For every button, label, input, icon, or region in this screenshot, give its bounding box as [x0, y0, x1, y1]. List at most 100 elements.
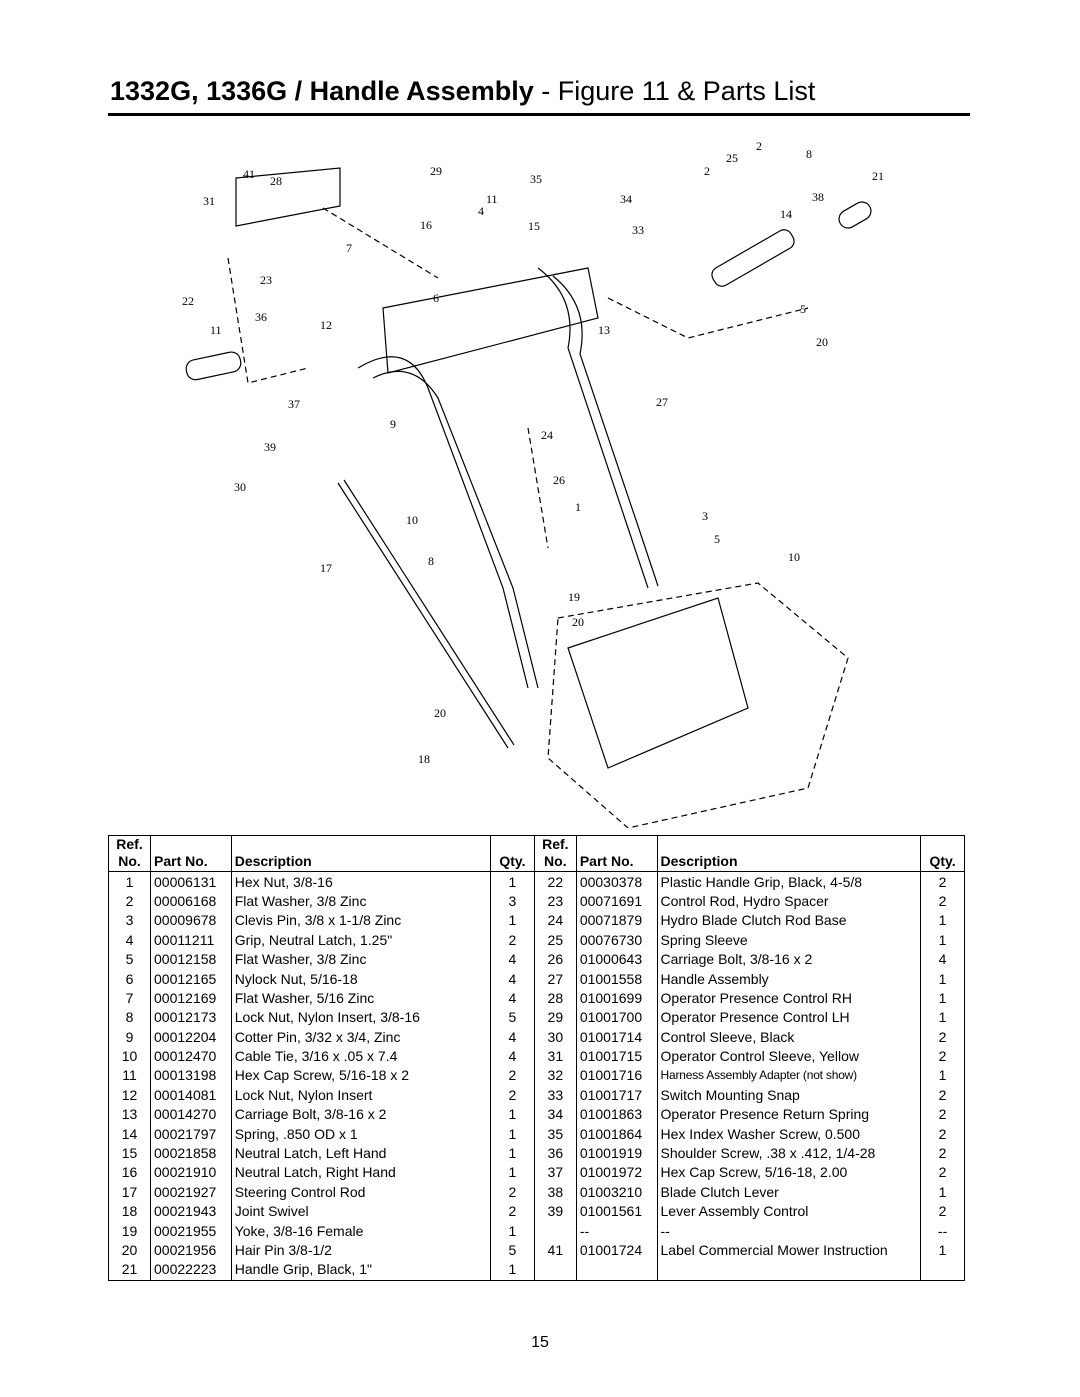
cell-ref: 30	[533, 1027, 577, 1047]
table-header-row: Ref. Ref.	[107, 835, 965, 852]
callout: 3	[702, 509, 708, 523]
callout: 35	[530, 172, 542, 186]
cell-desc: Hex Cap Screw, 5/16-18 x 2	[230, 1066, 491, 1086]
cell-part: 00012158	[150, 949, 232, 970]
cell-qty: 2	[920, 1143, 965, 1164]
cell-qty: 4	[490, 949, 535, 970]
cell-desc: Flat Washer, 3/8 Zinc	[230, 949, 491, 970]
cell-ref: 12	[107, 1085, 151, 1106]
cell-qty: 2	[490, 1202, 535, 1222]
callout: 31	[203, 194, 215, 208]
callout-labels: 41 28 31 29 35 11 34 4 16 15 33 7 23 6 2…	[182, 139, 884, 766]
cell-part: 00011211	[150, 930, 232, 950]
cell-part: 00076730	[575, 930, 658, 950]
callout: 24	[541, 428, 553, 442]
callout: 1	[575, 500, 581, 514]
cell-part: 00021956	[150, 1240, 232, 1261]
callout: 5	[800, 302, 806, 316]
cell-desc: Grip, Neutral Latch, 1.25"	[230, 930, 491, 950]
cell-ref: 7	[107, 988, 151, 1009]
cell-qty: 1	[490, 1124, 535, 1144]
cell-ref: 39	[533, 1202, 577, 1222]
cell-desc: Harness Assembly Adapter (not show)	[656, 1066, 921, 1086]
cell-ref: 18	[107, 1202, 151, 1222]
cell-desc: Spring, .850 OD x 1	[230, 1124, 491, 1144]
cell-qty: 1	[920, 1066, 965, 1086]
callout: 10	[406, 513, 418, 527]
cell-desc: Operator Presence Return Spring	[656, 1105, 921, 1125]
cell-ref: 1	[107, 871, 151, 892]
cell-part: 01001864	[575, 1124, 658, 1144]
cell-part: 00006131	[150, 871, 232, 892]
cell-desc: Handle Grip, Black, 1"	[230, 1260, 491, 1281]
callout: 19	[568, 590, 580, 604]
cell-desc: Neutral Latch, Left Hand	[230, 1143, 491, 1164]
steering-rod	[337, 482, 509, 749]
cell-part: 00021797	[150, 1124, 232, 1144]
cell-qty: 1	[490, 1105, 535, 1125]
cell-ref: 2	[107, 891, 151, 912]
callout: 20	[572, 615, 584, 629]
callout: 25	[726, 151, 738, 165]
col-qty: Qty.	[490, 852, 535, 873]
cell-ref: 16	[107, 1163, 151, 1183]
cell-ref: 6	[107, 969, 151, 989]
cell-desc: Handle Assembly	[656, 969, 921, 989]
cell-part: 00030378	[575, 871, 658, 892]
cell-qty	[920, 1260, 965, 1281]
cell-ref: 3	[107, 911, 151, 931]
cell-desc: Carriage Bolt, 3/8-16 x 2	[230, 1105, 491, 1125]
cell-desc: Plastic Handle Grip, Black, 4-5/8	[656, 871, 921, 892]
cell-part: --	[575, 1221, 658, 1241]
cell-part: 00012169	[150, 988, 232, 1009]
cell-ref: 4	[107, 930, 151, 950]
callout: 11	[486, 192, 498, 206]
cell-desc: Shoulder Screw, .38 x .412, 1/4-28	[656, 1143, 921, 1164]
callout: 29	[430, 164, 442, 178]
col-ref-top: Ref.	[533, 835, 577, 852]
cell-part: 00021955	[150, 1221, 232, 1241]
cell-qty: 2	[920, 1105, 965, 1125]
cell-qty: 2	[920, 1124, 965, 1144]
callout: 28	[270, 174, 282, 188]
cell-qty: 1	[920, 1182, 965, 1203]
page-title: 1332G, 1336G / Handle Assembly - Figure …	[110, 76, 815, 107]
cell-desc: Label Commercial Mower Instruction	[656, 1240, 921, 1261]
cell-qty: 2	[490, 1066, 535, 1086]
cell-desc: Cotter Pin, 3/32 x 3/4, Zinc	[230, 1027, 491, 1047]
cell-part: 00006168	[150, 891, 232, 912]
callout: 21	[872, 169, 884, 183]
callout: 12	[320, 318, 332, 332]
callout: 22	[182, 294, 194, 308]
col-part-no: Part No.	[575, 852, 658, 873]
label-panel-shape	[235, 167, 341, 227]
cell-qty: 1	[920, 911, 965, 931]
cell-part: 01001717	[575, 1085, 658, 1106]
callout: 27	[656, 395, 668, 409]
callout: 30	[234, 480, 246, 494]
cell-qty: 4	[490, 1046, 535, 1067]
cell-part: 01000643	[575, 949, 658, 970]
cell-ref: 8	[107, 1008, 151, 1028]
cell-desc: Flat Washer, 3/8 Zinc	[230, 891, 491, 912]
cell-part	[575, 1260, 658, 1281]
cell-part: 00012173	[150, 1008, 232, 1028]
cell-qty: 2	[490, 1085, 535, 1106]
cell-part: 01001558	[575, 969, 658, 989]
cell-ref: 34	[533, 1105, 577, 1125]
cell-part: 00021943	[150, 1202, 232, 1222]
cell-ref: 14	[107, 1124, 151, 1144]
cell-ref: 15	[107, 1143, 151, 1164]
cell-part: 00071879	[575, 911, 658, 931]
cell-part: 00014081	[150, 1085, 232, 1106]
cell-part: 01001972	[575, 1163, 658, 1183]
right-grip	[838, 201, 872, 229]
cell-qty: 1	[490, 871, 535, 892]
